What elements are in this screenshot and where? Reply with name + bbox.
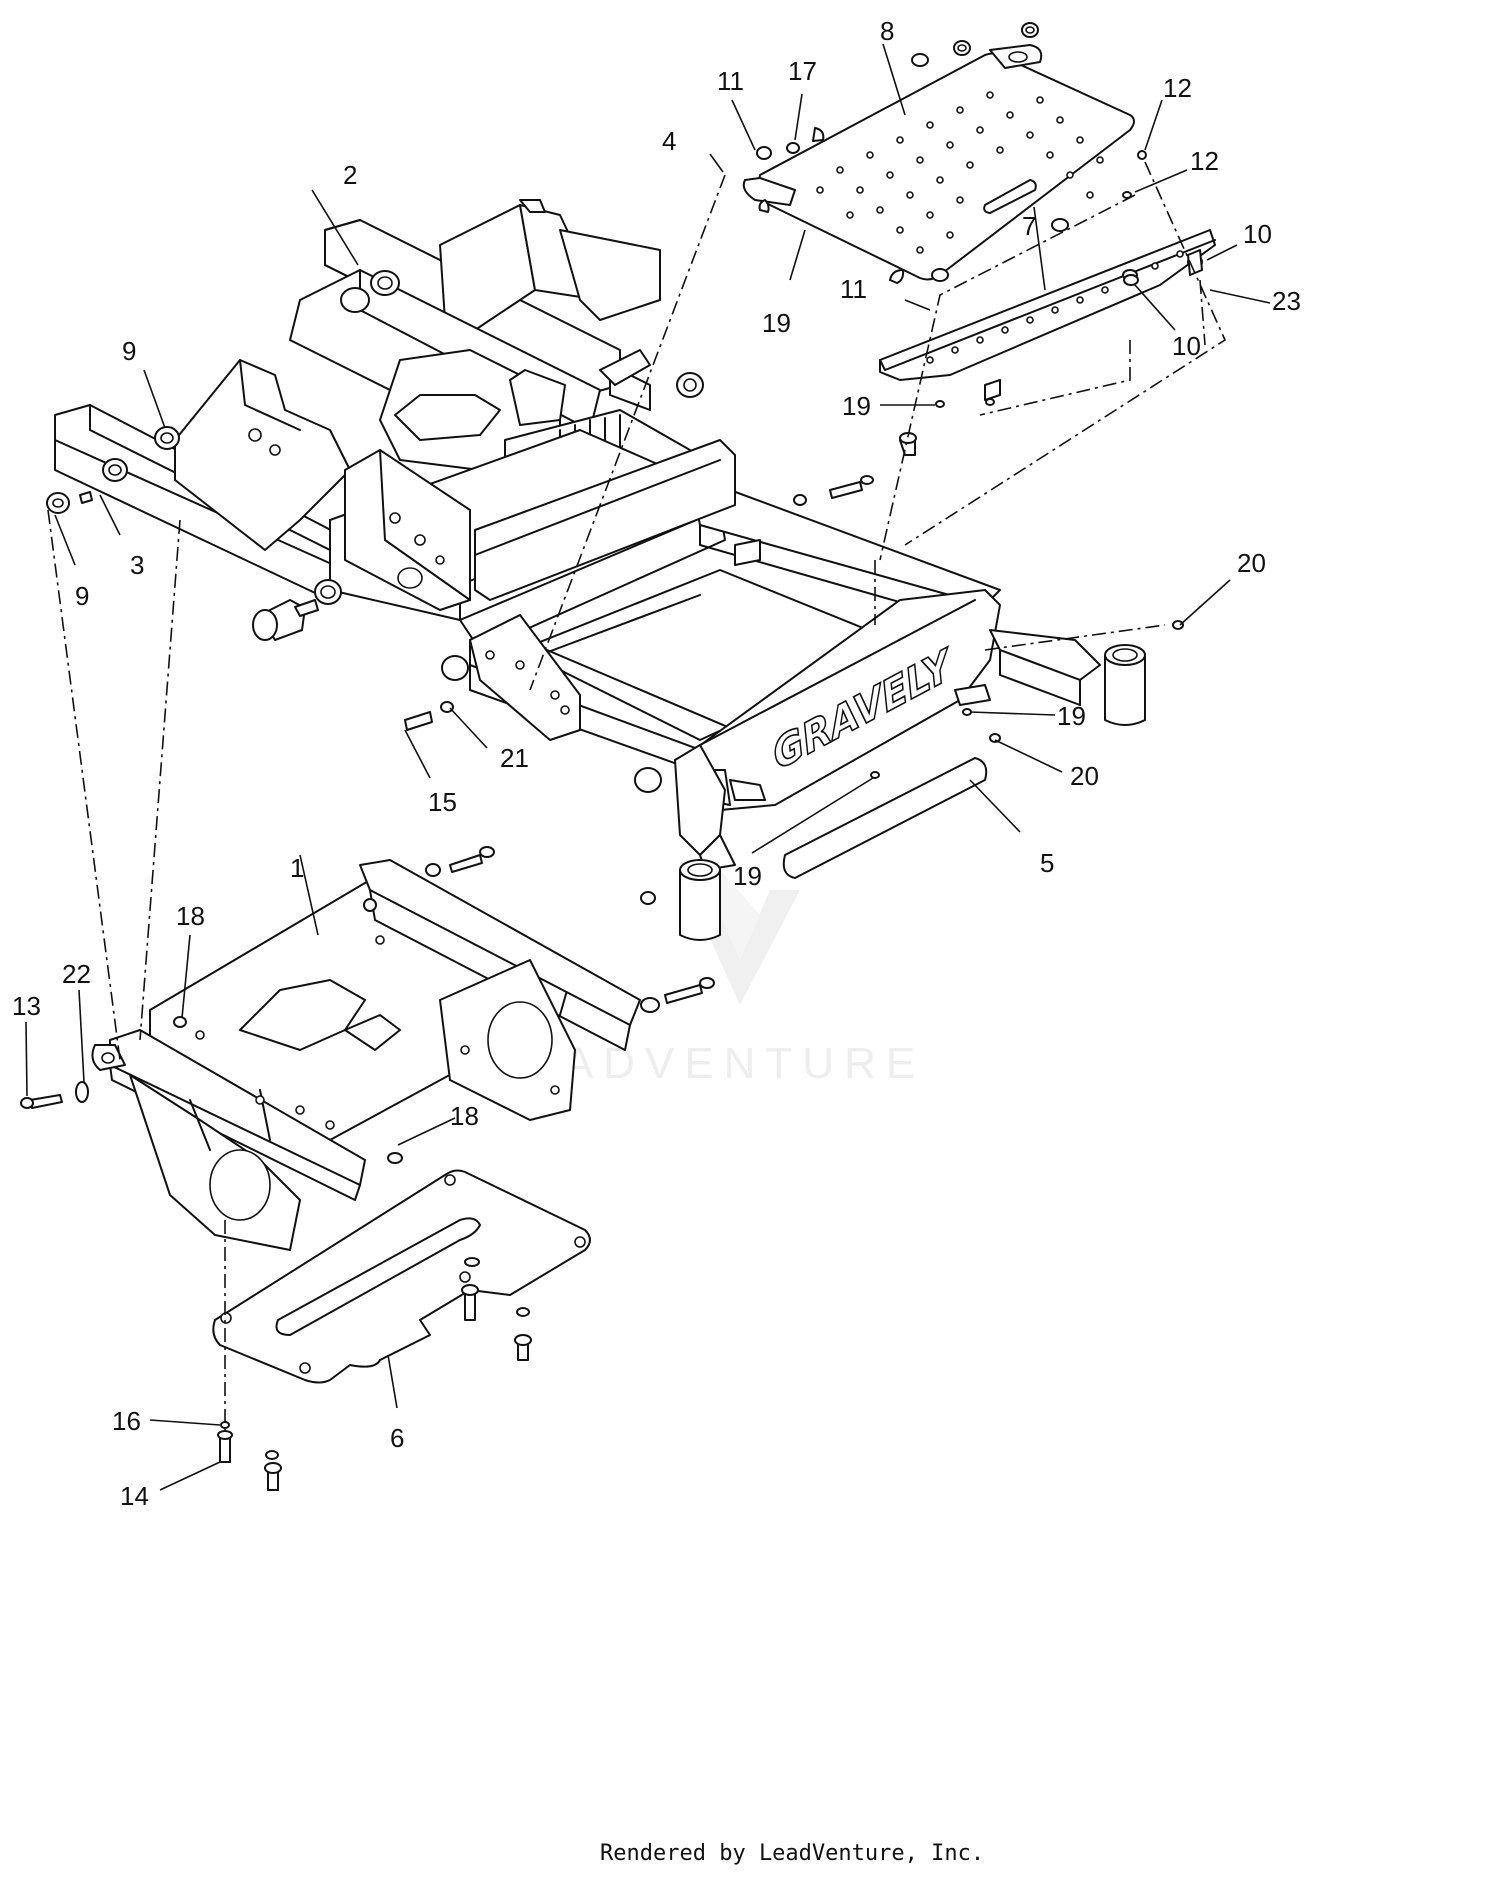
caster-arm-right <box>989 629 1146 726</box>
hardware <box>20 127 1203 1491</box>
callout-label: 21 <box>500 743 529 773</box>
callout-label: 8 <box>880 16 894 46</box>
callout-label: 11 <box>717 66 744 96</box>
callout-label: 19 <box>1057 701 1086 731</box>
main-frame <box>54 359 1001 793</box>
callout-label: 12 <box>1163 73 1192 103</box>
callout-label: 19 <box>733 861 762 891</box>
callout-label: 10 <box>1243 219 1272 249</box>
front-strip <box>782 757 988 879</box>
foot-bracket <box>879 218 1216 456</box>
callout-label: 20 <box>1237 548 1266 578</box>
callout-label: 16 <box>112 1406 141 1436</box>
callout-label: 10 <box>1172 331 1201 361</box>
callout-label: 2 <box>343 160 357 190</box>
callout-label: 17 <box>788 56 817 86</box>
callout-label: 18 <box>176 901 205 931</box>
callout-label: 19 <box>842 391 871 421</box>
callout-label: 3 <box>130 550 144 580</box>
leader-lines <box>25 43 1271 1491</box>
callout-label: 9 <box>75 581 89 611</box>
callout-label: 1 <box>290 853 304 883</box>
callout-label: 19 <box>762 308 791 338</box>
footer-credit: Rendered by LeadVenture, Inc. <box>600 1841 984 1866</box>
callout-label: 11 <box>840 274 867 304</box>
foot-plate <box>742 22 1135 281</box>
callout-label: 14 <box>120 1481 149 1511</box>
callout-label: 6 <box>390 1423 404 1453</box>
callout-label: 12 <box>1190 146 1219 176</box>
callout-label: 20 <box>1070 761 1099 791</box>
foot-plate-holes <box>816 91 1104 254</box>
rear-frame-assembly <box>289 199 704 496</box>
callout-label: 15 <box>428 787 457 817</box>
callout-label: 5 <box>1040 848 1054 878</box>
callout-label: 7 <box>1022 211 1036 241</box>
callout-labels: 1 2 3 4 5 6 7 8 9 9 10 10 11 11 12 12 13… <box>12 16 1301 1511</box>
caster-arm-left <box>674 744 736 941</box>
callout-label: 4 <box>662 126 676 156</box>
engine-mount-frame <box>91 859 641 1251</box>
callout-label: 13 <box>12 991 41 1021</box>
bottom-plate <box>212 1169 591 1384</box>
callout-label: 23 <box>1272 286 1301 316</box>
alignment-lines <box>47 161 1227 1430</box>
callout-label: 22 <box>62 959 91 989</box>
callout-label: 18 <box>450 1101 479 1131</box>
callout-label: 9 <box>122 336 136 366</box>
